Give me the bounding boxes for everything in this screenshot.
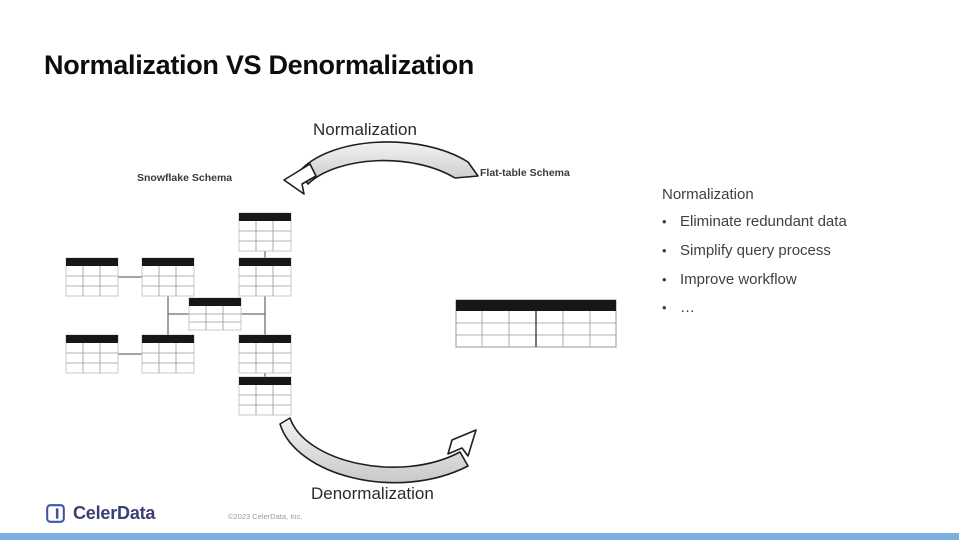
list-item: • …: [662, 299, 952, 318]
bottom-accent-bar: [0, 533, 959, 540]
notes-panel: Normalization • Eliminate redundant data…: [662, 186, 952, 328]
diagram-svg: [65, 141, 617, 484]
list-item: • Improve workflow: [662, 271, 952, 290]
schema-table: [238, 334, 292, 374]
flat-table-schema-label: Flat-table Schema: [480, 167, 570, 179]
normalization-diagram: Normalization Denormalization Snowflake …: [0, 100, 660, 510]
denormalization-arrow: [279, 417, 477, 484]
schema-connectors: [118, 251, 266, 377]
schema-table: [238, 212, 292, 252]
page-title: Normalization VS Denormalization: [44, 50, 474, 80]
schema-table: [238, 257, 292, 297]
list-item-label: Simplify query process: [680, 241, 831, 259]
schema-table: [188, 297, 242, 331]
list-item-label: Improve workflow: [680, 270, 797, 288]
schema-table: [65, 257, 119, 297]
notes-heading: Normalization: [662, 186, 754, 203]
bullet-icon: •: [662, 271, 667, 287]
list-item: • Simplify query process: [662, 242, 952, 261]
normalization-arrow: [283, 141, 479, 195]
snowflake-schema-label: Snowflake Schema: [137, 172, 233, 184]
list-item-label: …: [680, 299, 695, 317]
snowflake-schema-tables: [65, 212, 292, 416]
celerdata-logo-icon: [46, 504, 65, 523]
denormalization-arrow-label: Denormalization: [311, 484, 434, 503]
bullet-icon: •: [662, 242, 667, 258]
bullet-icon: •: [662, 300, 667, 316]
list-item-label: Eliminate redundant data: [680, 213, 847, 230]
brand-logo: CelerData: [46, 503, 155, 524]
schema-table: [141, 334, 195, 374]
list-item: • Eliminate redundant data: [662, 213, 952, 232]
flat-table: [455, 299, 617, 348]
schema-table: [141, 257, 195, 297]
brand-name: CelerData: [73, 503, 156, 523]
bullet-icon: •: [662, 214, 667, 229]
normalization-arrow-label: Normalization: [313, 120, 417, 139]
schema-table: [65, 334, 119, 374]
schema-table: [238, 376, 292, 416]
copyright-text: ©2023 CelerData, Inc.: [228, 512, 303, 521]
